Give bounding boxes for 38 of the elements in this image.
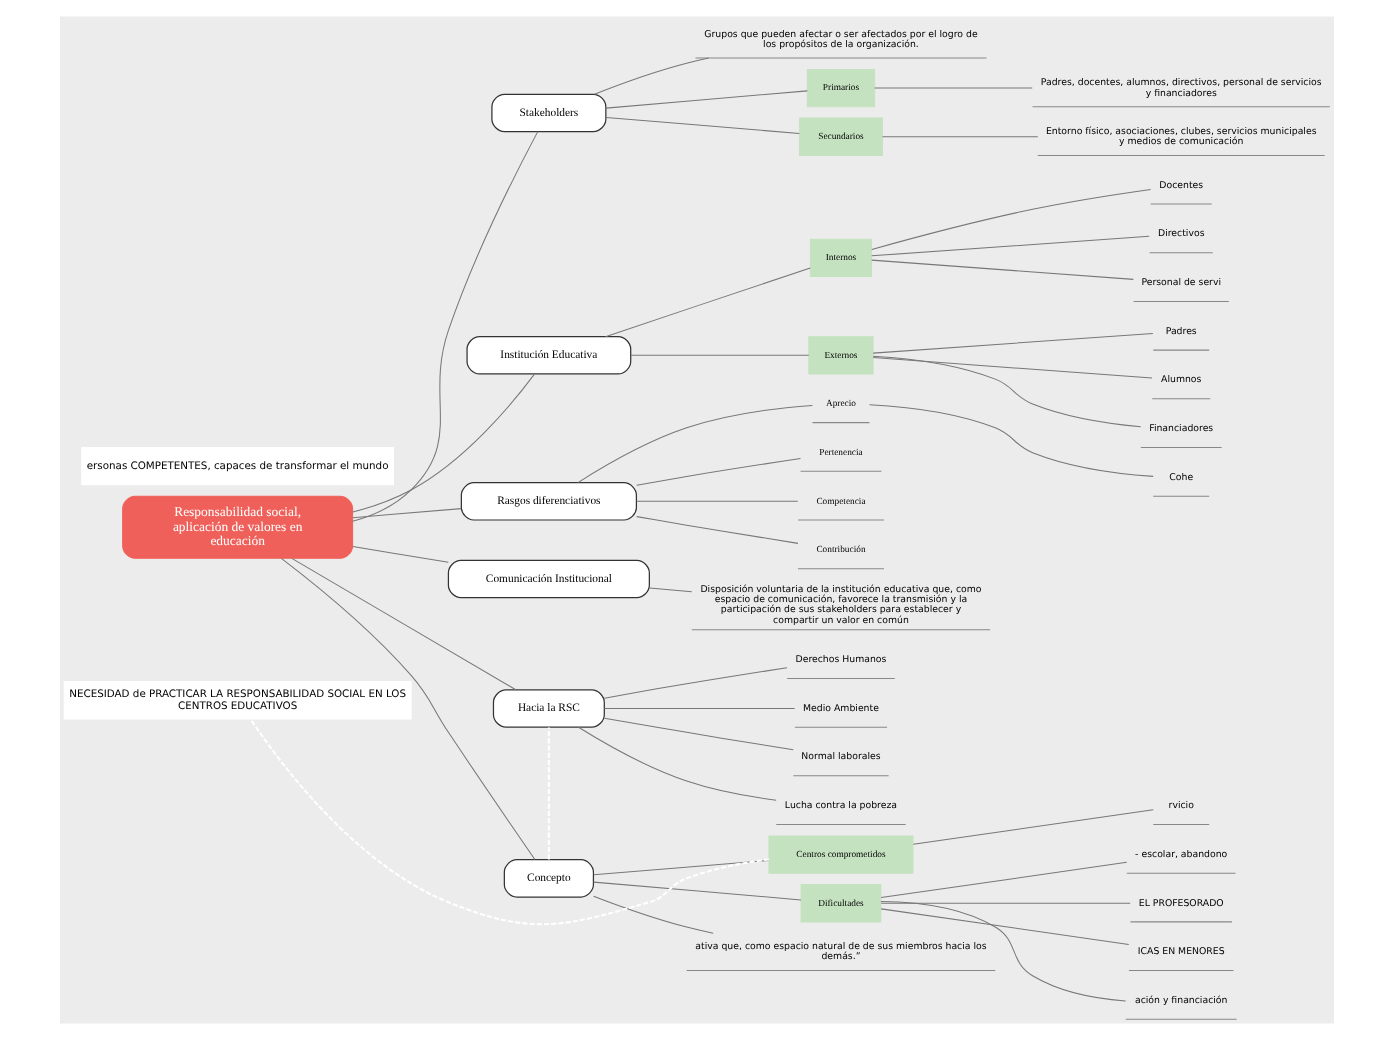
connector bbox=[871, 357, 1152, 379]
connector bbox=[879, 861, 1127, 899]
connector bbox=[870, 259, 1133, 280]
connector bbox=[602, 667, 787, 699]
connector bbox=[879, 908, 1129, 946]
connector bbox=[873, 87, 1032, 89]
connector bbox=[648, 587, 692, 593]
connector bbox=[577, 726, 776, 801]
connector bbox=[351, 131, 538, 522]
connector bbox=[576, 404, 812, 484]
connector bbox=[351, 545, 448, 563]
connector bbox=[880, 136, 1038, 138]
connector bbox=[879, 902, 1130, 904]
connector bbox=[279, 557, 535, 861]
connector bbox=[592, 57, 709, 95]
connector bbox=[351, 373, 534, 513]
connector bbox=[602, 708, 795, 710]
connector bbox=[604, 117, 799, 134]
connector bbox=[911, 809, 1153, 845]
connector bbox=[635, 516, 798, 544]
connector bbox=[351, 508, 461, 519]
connector bbox=[871, 332, 1153, 354]
connector bbox=[602, 717, 793, 751]
connector bbox=[635, 500, 798, 502]
connector bbox=[871, 355, 1141, 428]
connector bbox=[592, 895, 713, 934]
connector bbox=[635, 458, 800, 486]
connector bbox=[879, 901, 1126, 1002]
connector bbox=[870, 235, 1149, 257]
connector bbox=[290, 557, 516, 691]
connector bbox=[629, 354, 809, 356]
connector bbox=[592, 881, 801, 901]
connector bbox=[604, 267, 810, 338]
connector bbox=[870, 188, 1151, 250]
connector bbox=[868, 404, 1153, 477]
connector bbox=[592, 859, 769, 876]
connector bbox=[604, 90, 807, 109]
connector bbox=[248, 718, 769, 926]
